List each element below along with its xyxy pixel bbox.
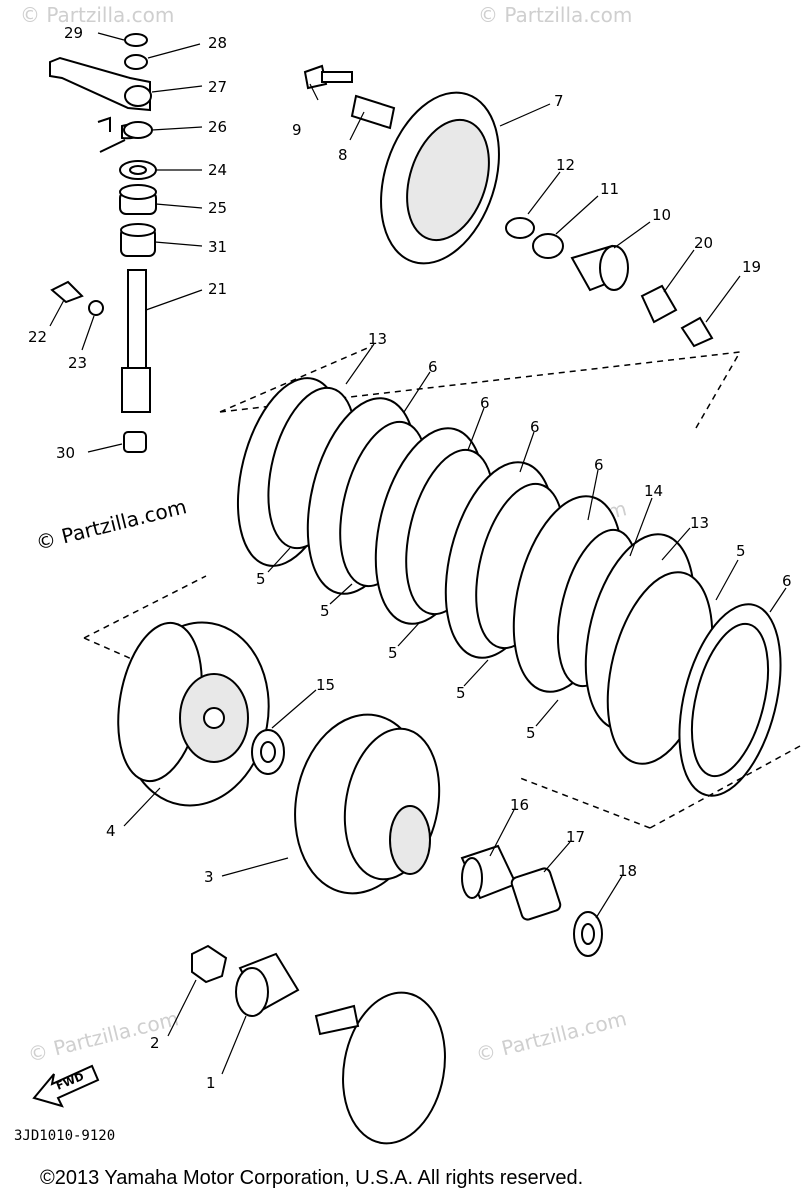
plates-group-outline [219,345,741,429]
shift-assembly-labels: 29 28 27 26 24 25 31 21 22 23 30 [28,24,227,462]
spacer-16 [460,844,518,900]
label-5-a: 5 [256,570,266,588]
label-17: 17 [566,828,585,846]
label-7: 7 [554,92,564,110]
nut-2 [191,944,228,984]
hub-group-labels: 4 15 3 16 17 18 2 1 [106,676,637,1092]
label-5-e: 5 [526,724,536,742]
label-8: 8 [338,146,348,164]
watermark-lower-right: © Partzilla.com [473,1006,629,1067]
label-28: 28 [208,34,227,52]
label-3: 3 [204,868,214,886]
label-13-lower: 13 [690,514,709,532]
label-18: 18 [618,862,637,880]
pressure-plate-group [303,64,714,348]
label-9: 9 [292,121,302,139]
clutch-plates [236,377,782,797]
fwd-arrow-icon: FWD [32,1064,100,1108]
label-6-right: 6 [782,572,792,590]
watermark-top-left: © Partzilla.com [20,3,174,27]
label-14: 14 [644,482,663,500]
clutch-plate-labels: 13 6 6 6 6 14 13 5 6 5 5 5 5 5 [256,330,792,742]
watermark-main: © Partzilla.com [33,494,189,555]
label-1: 1 [206,1074,216,1092]
label-12: 12 [556,156,575,174]
label-27: 27 [208,78,227,96]
label-2: 2 [150,1034,160,1052]
label-15: 15 [316,676,335,694]
label-30: 30 [56,444,75,462]
label-20: 20 [694,234,713,252]
shift-shaft-assembly [49,33,157,453]
label-31: 31 [208,238,227,256]
primary-drive-gear-1 [235,952,300,1017]
diagram-code: 3JD1010-9120 [14,1128,115,1144]
label-22: 22 [28,328,47,346]
label-16: 16 [510,796,529,814]
label-6-c: 6 [530,418,540,436]
label-11: 11 [600,180,619,198]
clutch-boss-3 [294,713,441,895]
label-13-upper: 13 [368,330,387,348]
label-4: 4 [106,822,116,840]
label-5-b: 5 [320,602,330,620]
label-23: 23 [68,354,87,372]
label-5-d: 5 [456,684,466,702]
needle-bearing-17 [510,867,562,921]
label-24: 24 [208,161,227,179]
pressure-plate-labels: 9 8 7 12 11 10 20 19 [292,83,761,323]
crankshaft [314,991,446,1145]
label-25: 25 [208,199,227,217]
label-19: 19 [742,258,761,276]
thrust-washer-15 [251,729,285,775]
label-6-b: 6 [480,394,490,412]
label-5-c: 5 [388,644,398,662]
copyright-notice: ©2013 Yamaha Motor Corporation, U.S.A. A… [40,1167,583,1189]
label-6-a: 6 [428,358,438,376]
label-10: 10 [652,206,671,224]
clutch-housing-4 [117,621,270,807]
label-29: 29 [64,24,83,42]
hub-group-outline [83,575,801,829]
watermark-top-right: © Partzilla.com [478,3,632,27]
label-6-d: 6 [594,456,604,474]
washer-18 [573,911,603,957]
label-21: 21 [208,280,227,298]
label-26: 26 [208,118,227,136]
label-5-right: 5 [736,542,746,560]
